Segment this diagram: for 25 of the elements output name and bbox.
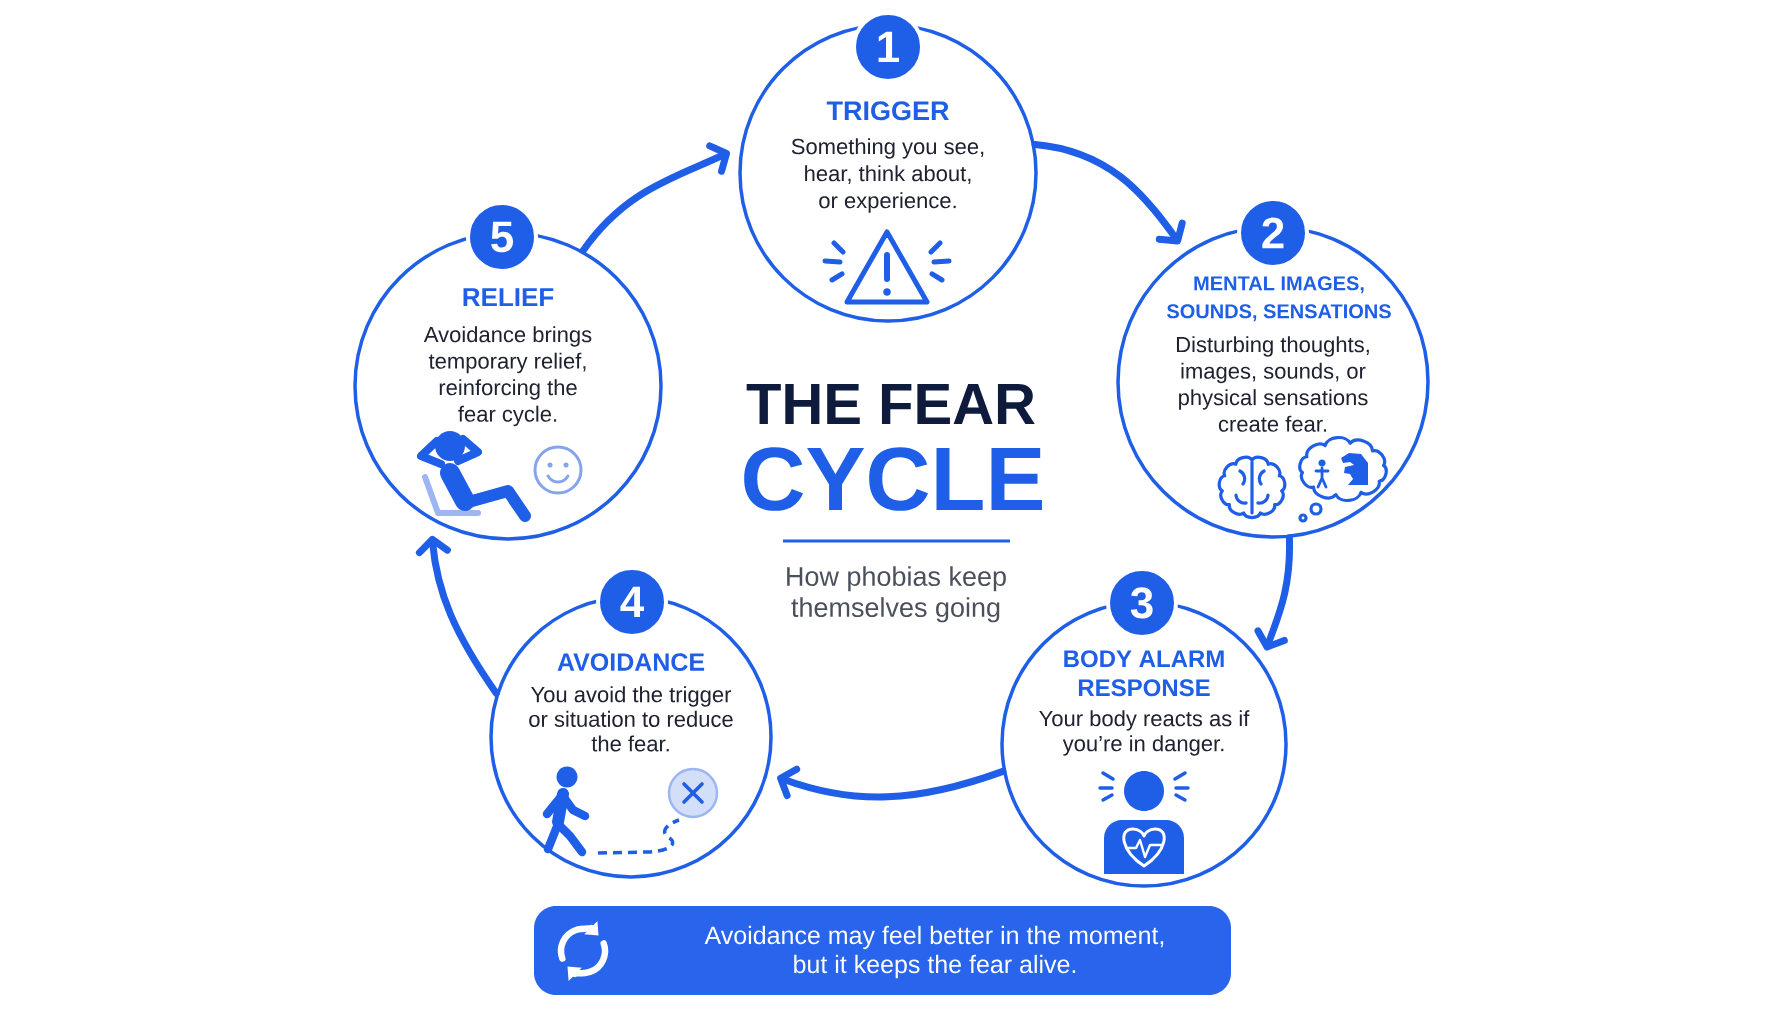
title: THE FEAR CYCLE	[744, 384, 1042, 511]
number-badge: 2	[1237, 197, 1309, 269]
arrow	[1254, 534, 1294, 651]
arrow	[579, 142, 730, 255]
step-heading: AVOIDANCE	[557, 653, 705, 671]
number-badge: 3	[1106, 567, 1178, 639]
step-description: Disturbing thoughts, images, sounds, or physical sensations create fear.	[1177, 336, 1369, 432]
banner-text: Avoidance may feel better in the moment, but it keeps the fear alive.	[704, 925, 1164, 979]
step-heading: TRIGGER	[826, 101, 949, 121]
arrow	[1031, 140, 1186, 245]
step-heading: RELIEF	[463, 288, 554, 307]
step-heading: MENTAL IMAGES, SOUNDS, SENSATIONS	[1167, 276, 1391, 322]
step-description: Avoidance brings temporary relief, reinforcing the fear cycle.	[423, 326, 592, 427]
step-circle	[738, 23, 1038, 323]
number-badge: 4	[596, 566, 668, 638]
number-badge: 1	[852, 11, 924, 83]
message-banner	[534, 906, 1231, 995]
step-description: Something you see, hear, think about, or experience.	[791, 138, 984, 213]
subtitle: How phobias keep themselves going	[787, 566, 1006, 623]
arrow	[415, 535, 500, 697]
step-heading: BODY ALARM RESPONSE	[1064, 650, 1224, 697]
arrow	[777, 765, 1007, 801]
step-description: You avoid the trigger or situation to reduce the fear.	[529, 686, 733, 752]
number-badge: 5	[466, 201, 538, 273]
step-description: Your body reacts as if you’re in danger.	[1039, 710, 1250, 756]
